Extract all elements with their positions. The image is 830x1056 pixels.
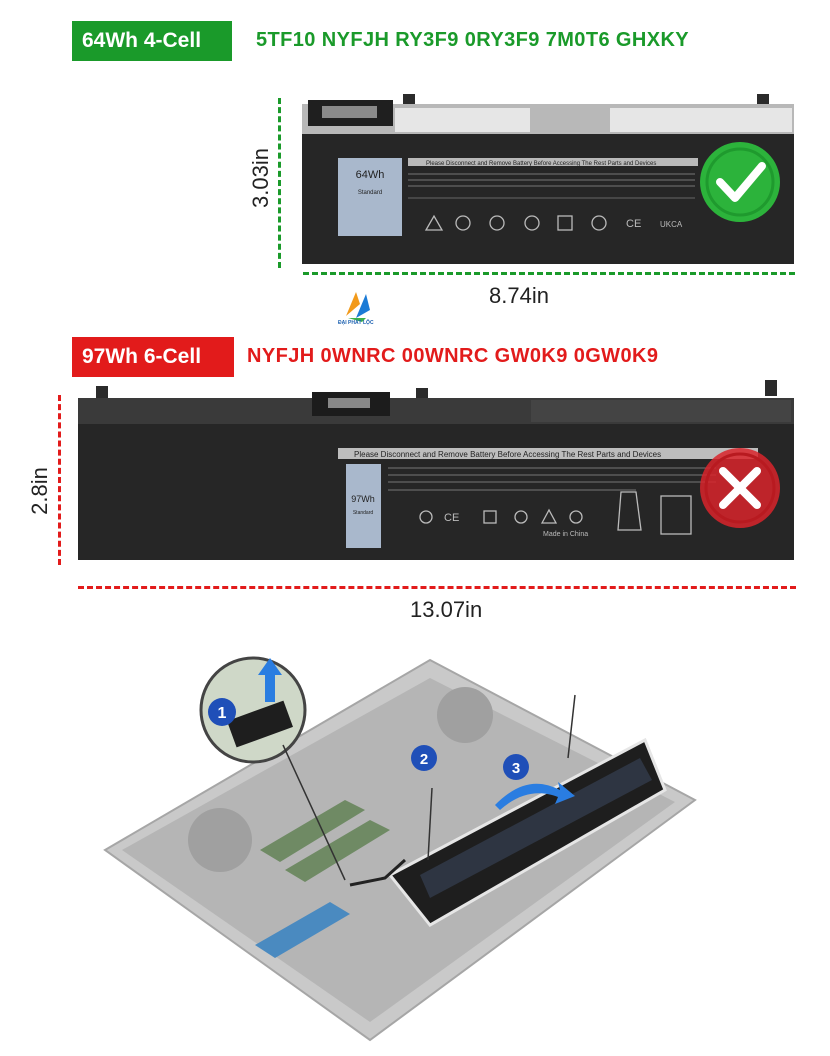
battery-64wh-image: 64Wh Standard Please Disconnect and Remo…: [302, 94, 794, 264]
badge-97wh-text: 97Wh 6-Cell: [82, 345, 202, 368]
battery-97wh-warning: Please Disconnect and Remove Battery Bef…: [354, 450, 661, 459]
battery-97wh-capacity: 97Wh: [351, 494, 375, 504]
compatible-check-icon: [700, 142, 780, 222]
brand-name: ĐẠI PHÁT LỘC: [338, 320, 374, 326]
battery-64wh-capacity: 64Wh: [356, 169, 385, 181]
badge-97wh: 97Wh 6-Cell: [72, 337, 234, 377]
height-guide-64wh: [278, 98, 281, 268]
connector-zoom-inset: [199, 656, 346, 881]
svg-text:CE: CE: [444, 512, 459, 524]
step-3-number: 3: [512, 760, 520, 777]
installation-illustration: 1 2 3: [103, 656, 697, 1042]
battery-97wh-image: 97Wh Standard Please Disconnect and Remo…: [78, 380, 794, 560]
step-3-badge: 3: [503, 754, 529, 780]
step-1-number: 1: [218, 705, 227, 722]
battery-64wh-standard: Standard: [358, 190, 382, 196]
svg-text:UKCA: UKCA: [660, 220, 683, 229]
battery-64wh-warning: Please Disconnect and Remove Battery Bef…: [426, 161, 656, 167]
battery-97wh-standard: Standard: [353, 510, 374, 516]
part-codes-64wh: 5TF10 NYFJH RY3F9 0RY3F9 7M0T6 GHXKY: [256, 29, 690, 51]
svg-text:CE: CE: [626, 218, 641, 230]
width-label-64wh: 8.74in: [489, 283, 549, 308]
height-label-64wh: 3.03in: [248, 148, 273, 208]
width-guide-97wh: [78, 586, 796, 589]
step-1-badge: 1: [208, 698, 236, 726]
battery-97wh-made-in: Made in China: [543, 531, 588, 538]
badge-64wh-text: 64Wh 4-Cell: [82, 29, 202, 52]
part-codes-97wh: NYFJH 0WNRC 00WNRC GW0K9 0GW0K9: [247, 345, 659, 367]
incompatible-cross-icon: [700, 448, 780, 528]
step-2-number: 2: [420, 751, 428, 768]
height-guide-97wh: [58, 395, 61, 565]
width-label-97wh: 13.07in: [410, 597, 483, 622]
badge-64wh: 64Wh 4-Cell: [72, 21, 232, 61]
width-guide-64wh: [303, 272, 795, 275]
step-2-badge: 2: [411, 745, 437, 771]
height-label-97wh: 2.8in: [27, 467, 52, 515]
brand-logo-icon: [346, 292, 370, 322]
